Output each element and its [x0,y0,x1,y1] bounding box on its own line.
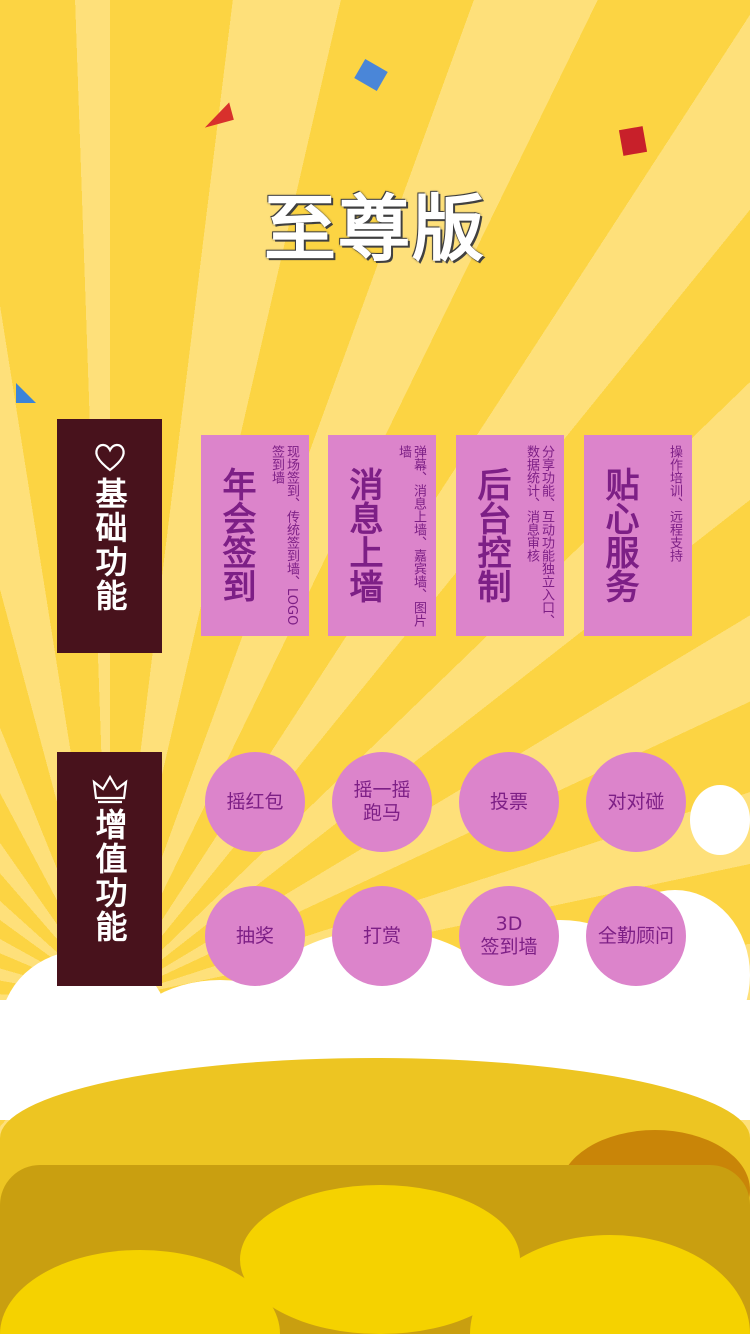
feature-desc: 分享功能、互动功能独立入口、数据统计、消息审核 [524,445,554,627]
value-added-title: 增值功能 [90,808,129,944]
confetti-blue-small [16,383,36,403]
addon-item[interactable]: 打赏 [332,886,432,986]
addon-item[interactable]: 摇一摇 跑马 [332,752,432,852]
feature-desc: 操作培训、远程支持 [667,445,682,562]
feature-title: 消息上墙 [343,467,383,603]
feature-card[interactable]: 现场签到、传统签到墙、LOGO签到墙年会签到 [201,435,309,636]
feature-title: 后台控制 [471,467,511,603]
feature-title: 年会签到 [216,467,256,603]
feature-card[interactable]: 分享功能、互动功能独立入口、数据统计、消息审核后台控制 [456,435,564,636]
cloud [690,785,750,855]
heart-icon [94,443,125,472]
confetti-blue [354,58,388,92]
feature-card[interactable]: 弹幕、消息上墙、嘉宾墙、图片墙消息上墙 [328,435,436,636]
feature-desc: 现场签到、传统签到墙、LOGO签到墙 [269,445,299,626]
feature-title: 贴心服务 [599,467,639,603]
basic-features-label: 基础功能 [57,419,162,653]
addon-item[interactable]: 对对碰 [586,752,686,852]
gift-box-icon [618,126,648,156]
confetti-red [200,102,234,128]
addon-item[interactable]: 摇红包 [205,752,305,852]
feature-card[interactable]: 操作培训、远程支持 贴心服务 [584,435,692,636]
addon-item[interactable]: 抽奖 [205,886,305,986]
page-title: 至尊版 [263,187,486,271]
feature-desc: 弹幕、消息上墙、嘉宾墙、图片墙 [396,445,426,627]
addon-item[interactable]: 3D 签到墙 [459,886,559,986]
addon-item[interactable]: 投票 [459,752,559,852]
basic-features-title: 基础功能 [90,477,129,613]
crown-icon [92,774,127,804]
addon-item[interactable]: 全勤顾问 [586,886,686,986]
value-added-label: 增值功能 [57,752,162,986]
